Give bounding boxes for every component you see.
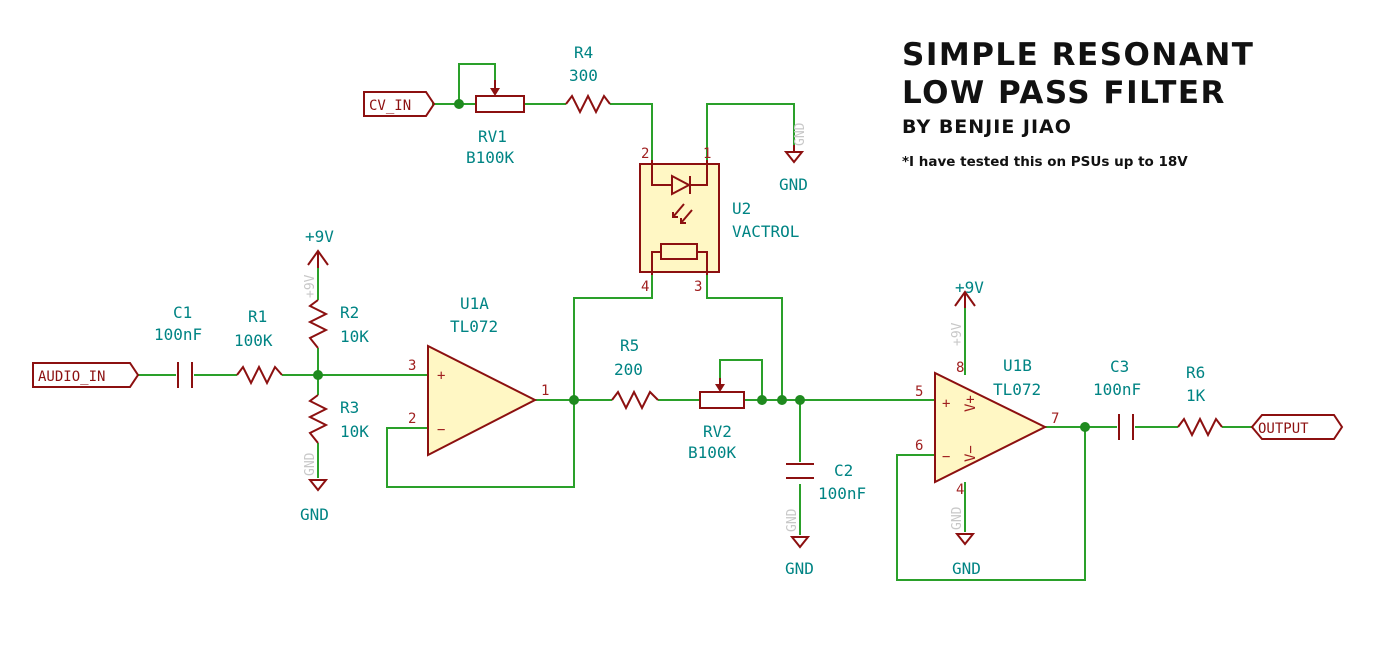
svg-text:+9V: +9V <box>303 274 318 298</box>
svg-text:+: + <box>942 396 950 412</box>
svg-text:TL072: TL072 <box>450 317 498 336</box>
svg-text:GND: GND <box>950 506 965 530</box>
svg-text:C3: C3 <box>1110 357 1129 376</box>
r5-resistor: R5 200 <box>611 336 659 411</box>
svg-text:3: 3 <box>694 279 702 295</box>
svg-text:OUTPUT: OUTPUT <box>1258 421 1309 437</box>
rv2-potentiometer: RV2 B100K <box>688 378 745 462</box>
u2-vactrol: 2 1 4 3 U2 VACTROL <box>639 146 799 295</box>
svg-text:V−: V− <box>963 445 979 462</box>
svg-text:100nF: 100nF <box>154 325 202 344</box>
svg-text:−: − <box>942 449 950 465</box>
svg-text:4: 4 <box>956 482 964 498</box>
svg-text:GND: GND <box>785 559 814 578</box>
svg-text:R6: R6 <box>1186 363 1205 382</box>
svg-text:TL072: TL072 <box>993 380 1041 399</box>
svg-text:3: 3 <box>408 358 416 374</box>
wires <box>138 63 1252 581</box>
junction-dots <box>313 99 1090 432</box>
gnd-symbol-c2: GND GND <box>785 508 814 578</box>
svg-text:V+: V+ <box>963 395 979 412</box>
svg-text:GND: GND <box>300 505 329 524</box>
port-cv-in: CV_IN <box>363 91 436 117</box>
svg-text:−: − <box>437 422 445 438</box>
svg-text:1: 1 <box>541 383 549 399</box>
svg-text:C1: C1 <box>173 303 192 322</box>
c1-capacitor: C1 100nF <box>154 303 202 388</box>
gnd-symbol-u1b: GND GND <box>950 506 981 578</box>
svg-text:RV2: RV2 <box>703 422 732 441</box>
plus9v-right: +9V +9V <box>950 278 984 346</box>
svg-text:200: 200 <box>614 360 643 379</box>
svg-text:GND: GND <box>779 175 808 194</box>
title-line-2: LOW PASS FILTER <box>902 75 1226 111</box>
svg-text:RV1: RV1 <box>478 127 507 146</box>
svg-text:GND: GND <box>793 122 808 146</box>
psu-note: *I have tested this on PSUs up to 18V <box>902 154 1188 170</box>
r1-resistor: R1 100K <box>234 307 283 386</box>
svg-text:2: 2 <box>641 146 649 162</box>
svg-text:7: 7 <box>1051 411 1059 427</box>
svg-text:GND: GND <box>952 559 981 578</box>
svg-text:R2: R2 <box>340 303 359 322</box>
u1a-opamp: + − 3 2 1 U1A TL072 <box>408 294 549 457</box>
title-block: SIMPLE RESONANT LOW PASS FILTER BY BENJI… <box>902 36 1254 170</box>
svg-text:4: 4 <box>641 279 649 295</box>
svg-text:10K: 10K <box>340 422 369 441</box>
svg-text:CV_IN: CV_IN <box>369 98 411 114</box>
svg-text:U2: U2 <box>732 199 751 218</box>
rv1-potentiometer: RV1 B100K <box>466 80 525 167</box>
svg-text:+9V: +9V <box>955 278 984 297</box>
svg-text:AUDIO_IN: AUDIO_IN <box>38 369 105 385</box>
u1b-opamp: + − 5 6 7 8 4 V+ V− U1B TL072 <box>915 356 1059 498</box>
svg-text:R5: R5 <box>620 336 639 355</box>
svg-text:VACTROL: VACTROL <box>732 222 799 241</box>
svg-text:10K: 10K <box>340 327 369 346</box>
svg-text:U1B: U1B <box>1003 356 1032 375</box>
svg-text:100nF: 100nF <box>1093 380 1141 399</box>
plus9v-left: +9V +9V <box>303 227 334 298</box>
author-line: BY BENJIE JIAO <box>902 116 1072 138</box>
c2-capacitor: C2 100nF <box>786 461 866 503</box>
r2-resistor: R2 10K <box>307 299 369 349</box>
svg-text:+9V: +9V <box>305 227 334 246</box>
gnd-symbol-vactrol: GND GND <box>779 122 808 194</box>
svg-text:+: + <box>437 368 445 384</box>
r4-resistor: R4 300 <box>565 43 611 115</box>
svg-text:R3: R3 <box>340 398 359 417</box>
svg-text:5: 5 <box>915 384 923 400</box>
svg-text:1K: 1K <box>1186 386 1206 405</box>
svg-text:B100K: B100K <box>688 443 737 462</box>
svg-text:6: 6 <box>915 438 923 454</box>
svg-text:GND: GND <box>785 508 800 532</box>
r6-resistor: R6 1K <box>1177 363 1223 438</box>
svg-text:100nF: 100nF <box>818 484 866 503</box>
gnd-symbol-left: GND GND <box>300 452 329 524</box>
svg-text:GND: GND <box>303 452 318 476</box>
c3-capacitor: C3 100nF <box>1093 357 1141 440</box>
port-output: OUTPUT <box>1250 414 1344 440</box>
title-line-1: SIMPLE RESONANT <box>902 37 1255 73</box>
svg-text:C2: C2 <box>834 461 853 480</box>
svg-text:2: 2 <box>408 411 416 427</box>
svg-text:8: 8 <box>956 360 964 376</box>
svg-text:B100K: B100K <box>466 148 515 167</box>
r3-resistor: R3 10K <box>307 394 369 444</box>
svg-text:R4: R4 <box>574 43 593 62</box>
svg-text:R1: R1 <box>248 307 267 326</box>
svg-text:300: 300 <box>569 66 598 85</box>
svg-text:+9V: +9V <box>950 322 965 346</box>
svg-text:1: 1 <box>703 146 711 162</box>
port-audio-in: AUDIO_IN <box>32 362 140 388</box>
svg-text:100K: 100K <box>234 331 273 350</box>
svg-text:U1A: U1A <box>460 294 489 313</box>
